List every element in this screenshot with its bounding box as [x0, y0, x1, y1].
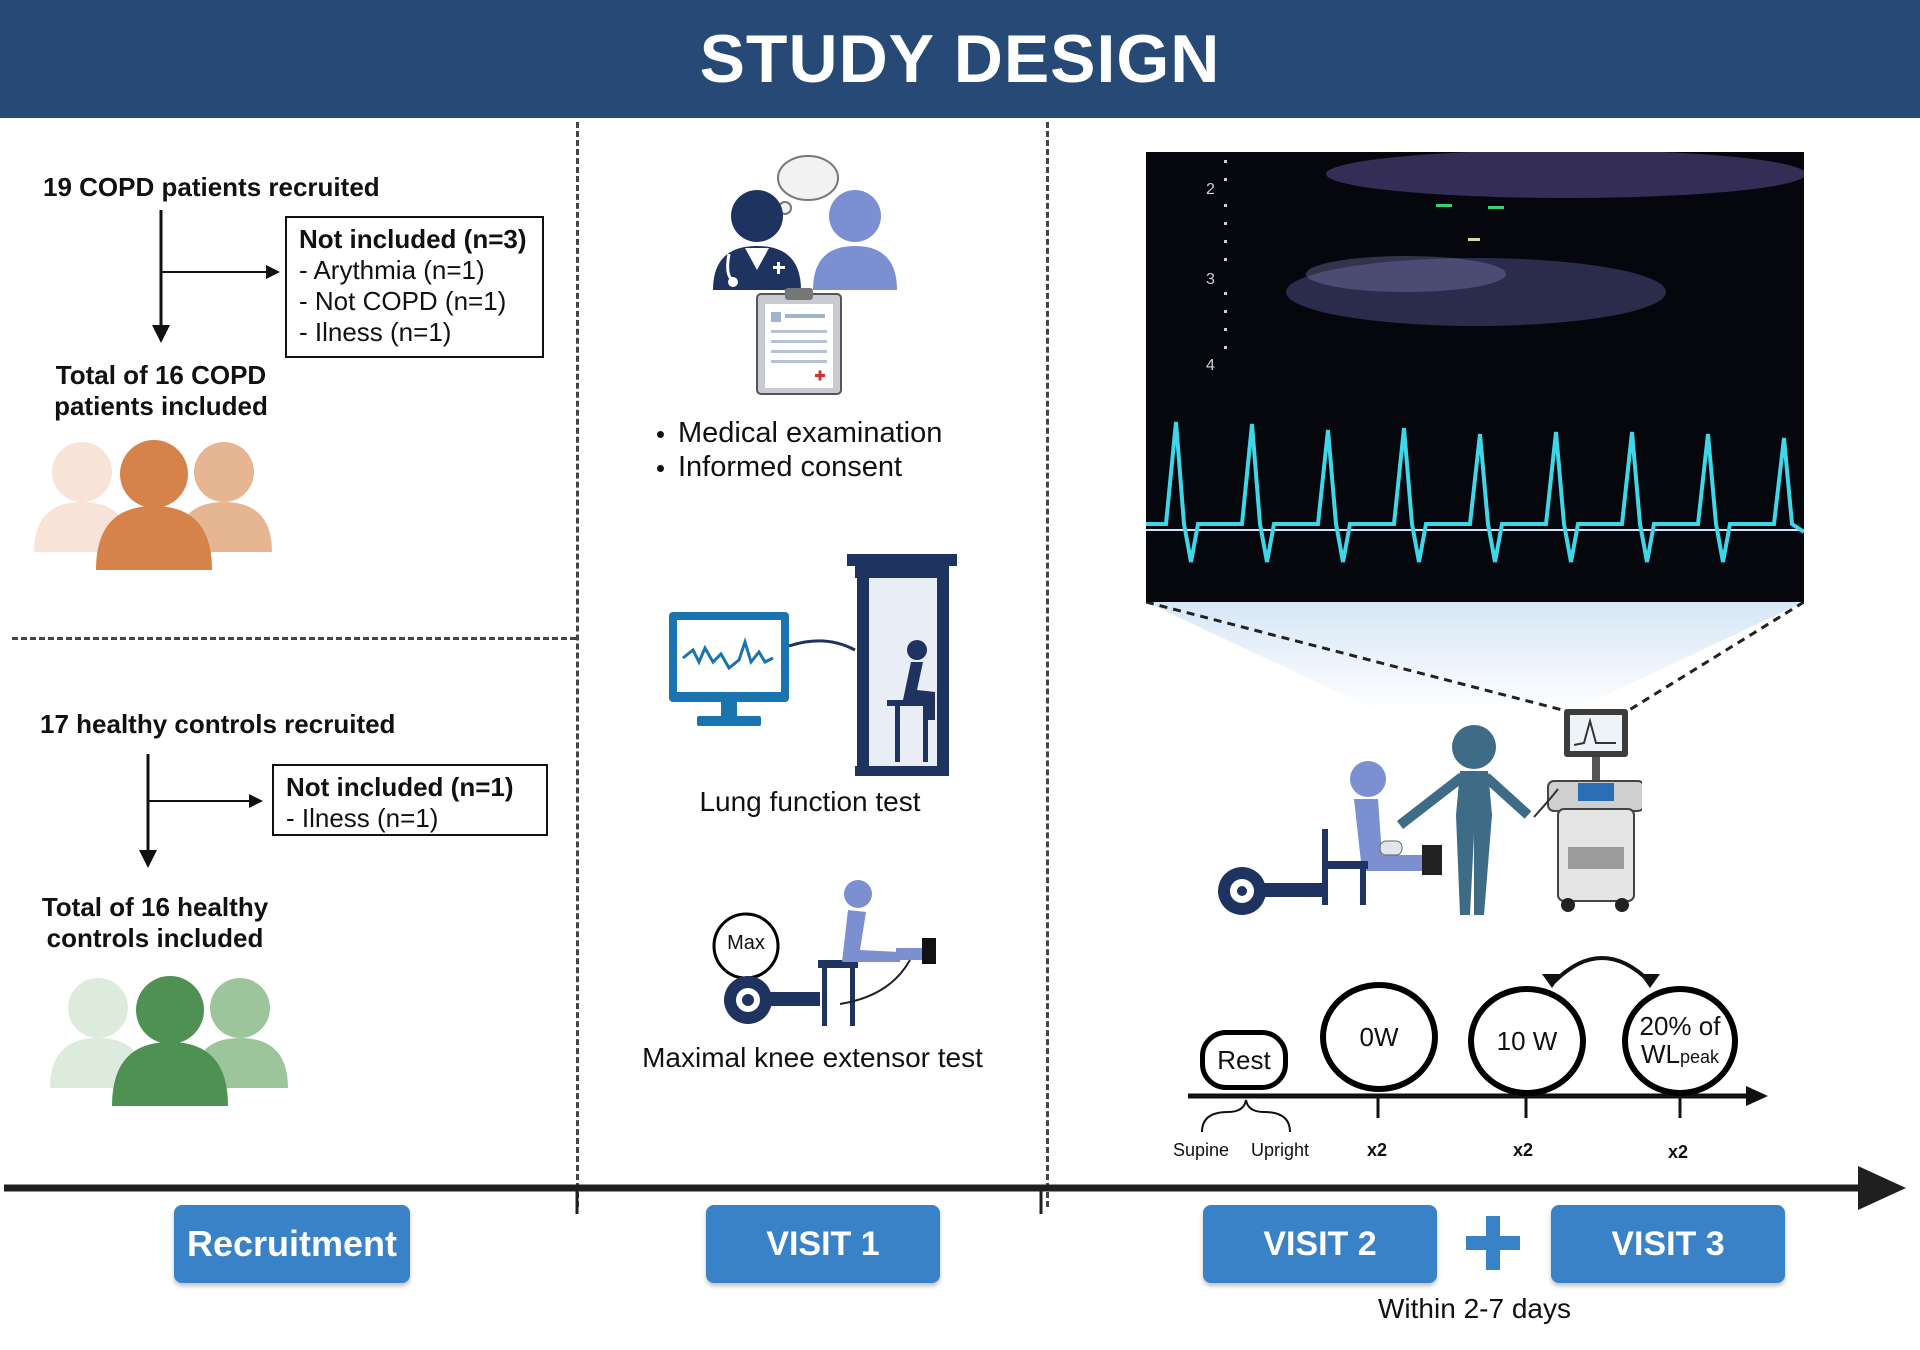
knee-extensor-icon: [712, 880, 936, 1026]
ultrasound-exercise-scene: [1218, 709, 1642, 915]
svg-text:4: 4: [1206, 357, 1215, 374]
recruitment-pill: Recruitment: [174, 1205, 410, 1283]
plus-icon: [1466, 1216, 1520, 1270]
svg-text:3: 3: [1206, 271, 1215, 288]
supine-upright-bracket: [1201, 1099, 1291, 1133]
copd-flow-arrows: [152, 210, 280, 343]
header-banner: STUDY DESIGN: [0, 0, 1920, 118]
x2-label: x2: [1668, 1142, 1689, 1162]
stage-10w: 10 W: [1468, 986, 1586, 1096]
copd-excluded-title: Not included (n=3): [299, 224, 527, 254]
protocol-timeline: [1188, 1086, 1768, 1118]
stage-0w: 0W: [1320, 982, 1438, 1092]
healthy-excluded-item: - Ilness (n=1): [286, 803, 439, 833]
copd-group-icon: [34, 440, 272, 570]
bullet-item: Informed consent: [678, 450, 984, 484]
visit1-pill: VISIT 1: [706, 1205, 940, 1283]
healthy-exclusion-box: Not included (n=1) - Ilness (n=1): [272, 764, 548, 836]
copd-exclusion-box: Not included (n=3) - Arythmia (n=1) - No…: [285, 216, 544, 358]
visit3-pill: VISIT 3: [1551, 1205, 1785, 1283]
lung-function-label: Lung function test: [699, 786, 921, 817]
ultrasound-doppler-image: 2 3 4: [1146, 152, 1804, 714]
copd-excluded-item: - Not COPD (n=1): [299, 286, 507, 316]
svg-text:2: 2: [1206, 181, 1215, 198]
supine-label: Supine: [1173, 1140, 1230, 1160]
lung-function-icon: [669, 554, 957, 776]
healthy-total-label: Total of 16 healthy controls included: [41, 892, 269, 953]
upright-label: Upright: [1251, 1140, 1310, 1160]
divider-recruitment: [12, 637, 576, 640]
max-label: Max: [727, 932, 765, 954]
visit1-checklist: Medical examination Informed consent: [644, 416, 984, 484]
visit-cycle-arrow: [1542, 956, 1660, 988]
rest-box: Rest: [1200, 1030, 1288, 1090]
copd-recruited-label: 19 COPD patients recruited: [43, 172, 380, 202]
knee-extensor-label: Maximal knee extensor test: [642, 1042, 983, 1073]
stage-20-percent-wlpeak: 20% of WLpeak: [1622, 986, 1738, 1096]
bullet-item: Medical examination: [678, 416, 984, 450]
x2-label: x2: [1367, 1140, 1388, 1160]
within-days-label: Within 2-7 days: [1378, 1293, 1571, 1324]
copd-total-label: Total of 16 COPD patients included: [54, 360, 268, 421]
divider-right: [1046, 122, 1049, 1207]
healthy-group-icon: [50, 976, 288, 1106]
healthy-flow-arrows: [139, 754, 263, 868]
healthy-excluded-title: Not included (n=1): [286, 772, 514, 802]
copd-excluded-item: - Arythmia (n=1): [299, 255, 485, 285]
healthy-recruited-label: 17 healthy controls recruited: [40, 709, 396, 739]
visit2-pill: VISIT 2: [1203, 1205, 1437, 1283]
page-title: STUDY DESIGN: [699, 21, 1221, 97]
x2-label: x2: [1513, 1140, 1534, 1160]
main-timeline-arrow: [4, 1166, 1906, 1214]
doctor-patient-icon: [713, 155, 897, 395]
divider-left: [576, 122, 579, 1207]
rest-label: Rest: [1217, 1044, 1271, 1075]
copd-excluded-item: - Ilness (n=1): [299, 317, 452, 347]
